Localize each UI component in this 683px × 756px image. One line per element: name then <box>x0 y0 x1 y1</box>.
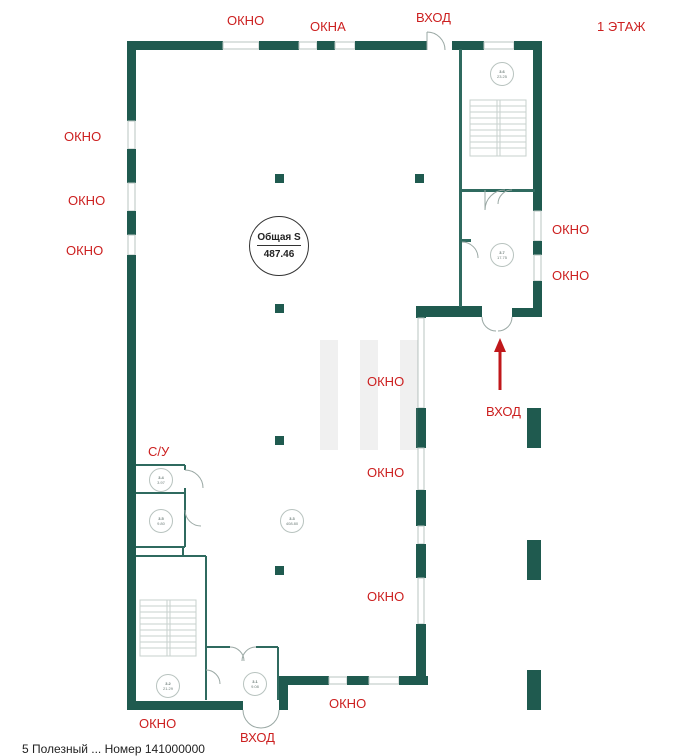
interior-walls <box>136 464 279 700</box>
room-marker-3-6: 3.6 23.25 <box>490 62 514 86</box>
label-left-window-2: ОКНО <box>68 193 106 208</box>
room-area: 408.80 <box>285 521 299 526</box>
room-number: 3.7 <box>499 250 505 255</box>
label-top-entrance: ВХОД <box>416 10 451 25</box>
room-marker-3-4: 3.4 3.97 <box>149 468 173 492</box>
label-left-window-1: ОКНО <box>64 129 102 144</box>
room-area: 9.08 <box>251 684 259 689</box>
label-wc: С/У <box>148 444 170 459</box>
room-area: 17.75 <box>496 255 507 260</box>
label-right-window-2: ОКНО <box>552 268 590 283</box>
room-number: 3.5 <box>158 516 164 521</box>
label-inner-window-3: ОКНО <box>367 589 405 604</box>
room-marker-3-7: 3.7 17.75 <box>490 243 514 267</box>
door-swings <box>184 31 513 729</box>
room-area: 3.97 <box>157 480 165 485</box>
label-right-window-1: ОКНО <box>552 222 590 237</box>
room-area: 21.29 <box>162 686 173 691</box>
room-marker-3-2: 3.2 21.29 <box>156 674 180 698</box>
label-left-window-3: ОКНО <box>66 243 104 258</box>
footer-caption: 5 Полезный ... Номер 141000000 <box>22 742 205 756</box>
stairs-top <box>469 99 527 157</box>
label-bottom-window-1: ОКНО <box>139 716 177 731</box>
room-area: 23.25 <box>496 74 507 79</box>
label-inner-window-2: ОКНО <box>367 465 405 480</box>
label-side-entrance: ВХОД <box>486 404 521 419</box>
exterior-columns <box>527 408 541 710</box>
watermark-logo <box>320 340 418 450</box>
room-marker-3-3: 3.3 408.80 <box>280 509 304 533</box>
label-bottom-entrance: ВХОД <box>240 730 275 745</box>
room-marker-3-5: 3.5 9.80 <box>149 509 173 533</box>
entrance-arrow <box>494 338 506 390</box>
outer-walls <box>127 41 542 710</box>
total-area-title: Общая S <box>257 232 301 246</box>
label-top-windows-2: ОКНА <box>310 19 346 34</box>
room-area: 9.80 <box>157 521 165 526</box>
label-inner-window-1: ОКНО <box>367 374 405 389</box>
room-number: 3.1 <box>252 679 258 684</box>
label-bottom-window-2: ОКНО <box>329 696 367 711</box>
room-number: 3.6 <box>499 69 505 74</box>
label-top-window-1: ОКНО <box>227 13 265 28</box>
total-area-badge: Общая S 487.46 <box>249 216 309 276</box>
floor-label: 1 ЭТАЖ <box>597 19 646 34</box>
room-number: 3.3 <box>289 516 295 521</box>
room-number: 3.2 <box>165 681 171 686</box>
room-marker-3-1: 3.1 9.08 <box>243 672 267 696</box>
columns <box>275 174 424 575</box>
room-number: 3.4 <box>158 475 164 480</box>
total-area-value: 487.46 <box>263 249 295 260</box>
stairs-bottom <box>139 599 197 657</box>
